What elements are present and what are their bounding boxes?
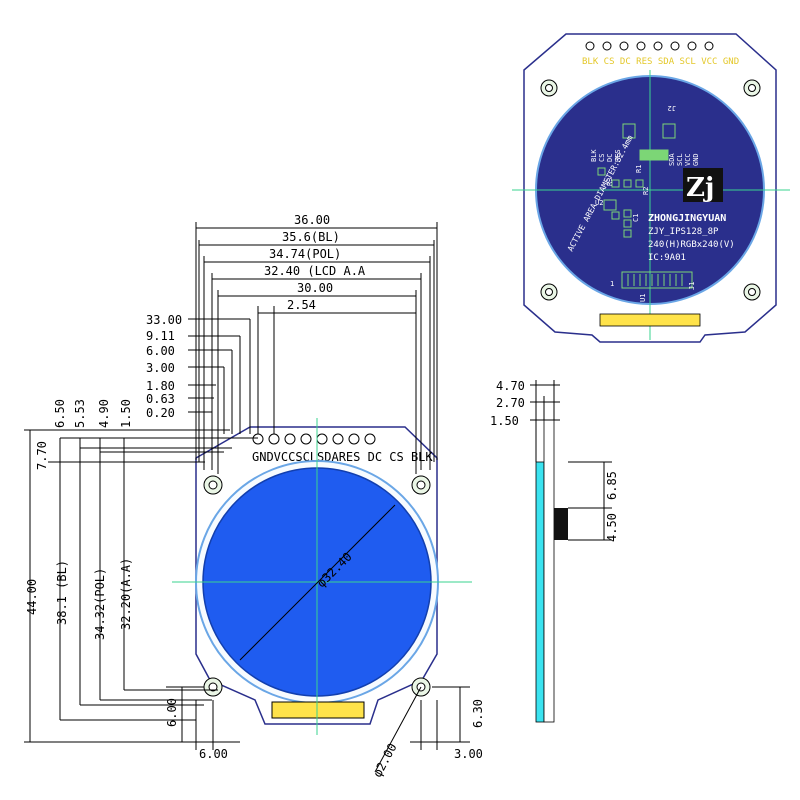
dim-450: 4.50	[605, 513, 619, 542]
back-side-pin-labels: BLK CS DC RES SDA SCL VCC GND	[590, 149, 700, 166]
dim-dia2: φ2.00	[370, 741, 399, 779]
c1-label: C1	[632, 214, 640, 222]
u2-label: U2	[595, 199, 603, 207]
dim-685: 6.85	[605, 471, 619, 500]
dim-770: 7.70	[35, 441, 49, 470]
side-pin-blk: BLK	[590, 149, 598, 162]
dim-pol: 34.74(POL)	[269, 247, 341, 261]
fpc-connector-pins	[627, 274, 683, 286]
dim-600: 6.00	[146, 344, 175, 358]
dim-150-side: 1.50	[490, 414, 519, 428]
back-components	[597, 123, 676, 238]
front-fpc	[271, 701, 365, 719]
side-panel	[535, 461, 545, 723]
side-pin-scl: SCL	[676, 153, 684, 166]
side-pin-sda: SDA	[668, 153, 676, 166]
dim-300-bottom: 3.00	[454, 747, 483, 761]
dim-3432: 34.32(POL)	[93, 568, 107, 640]
left-dimension-texts: 6.50 5.53 4.90 1.50 7.70 44.00 38.1 (BL)…	[25, 399, 133, 640]
fpc-connector	[621, 271, 693, 289]
dim-600-vert: 6.00	[165, 698, 179, 727]
dim-490: 4.90	[97, 399, 111, 428]
dim-44: 44.00	[25, 579, 39, 615]
front-view: GNDVCCSCLSDARES DC CS BLK φ32.40	[172, 418, 472, 735]
dim-020: 0.20	[146, 406, 175, 420]
brand-name: ZHONGJINGYUAN	[648, 213, 726, 224]
side-pin-vcc: VCC	[684, 153, 692, 166]
side-dimension-texts: 4.70 2.70 1.50 6.85 4.50	[490, 379, 619, 542]
side-pin-res: RES	[614, 149, 622, 162]
side-pcb	[543, 419, 555, 723]
front-header-pads	[252, 433, 376, 445]
dim-270: 2.70	[496, 396, 525, 410]
dim-30: 30.00	[297, 281, 333, 295]
u1-label: U1	[639, 294, 647, 302]
back-header-pads	[585, 41, 714, 51]
side-view	[530, 380, 612, 723]
dim-300: 3.00	[146, 361, 175, 375]
dim-bl: 35.6(BL)	[282, 230, 340, 244]
dim-254: 2.54	[287, 298, 316, 312]
side-connector	[554, 508, 568, 540]
dim-381: 38.1 (BL)	[55, 560, 69, 625]
side-pin-gnd: GND	[692, 153, 700, 166]
back-pin-labels: BLK CS DC RES SDA SCL VCC GND	[582, 57, 739, 67]
side-pin-dc: DC	[606, 154, 614, 162]
dim-600-horiz: 6.00	[199, 747, 228, 761]
front-mount-holes	[203, 475, 431, 697]
side-pin-cs: CS	[598, 154, 606, 162]
bottom-dimension-lines	[166, 686, 470, 773]
bottom-dimension-texts: 6.00 6.00 φ2.00 3.00 6.30	[165, 698, 485, 779]
dim-650: 6.50	[53, 399, 67, 428]
dim-lcd: 32.40 (LCD A.A	[264, 264, 366, 278]
dim-3220: 32.20(A.A)	[119, 558, 133, 630]
dim-063: 0.63	[146, 392, 175, 406]
j1-label: J1	[688, 282, 696, 290]
dim-630: 6.30	[471, 699, 485, 728]
j2-label: J2	[668, 104, 676, 112]
dim-470: 4.70	[496, 379, 525, 393]
r2-label: R2	[642, 187, 650, 195]
dim-911: 9.11	[146, 329, 175, 343]
dim-150-left: 1.50	[119, 399, 133, 428]
resolution: 240(H)RGBx240(V)	[648, 240, 735, 250]
dim-33: 33.00	[146, 313, 182, 327]
model-name: ZJY_IPS128_8P	[648, 227, 719, 237]
dim-553: 5.53	[73, 399, 87, 428]
r1-label: R1	[635, 165, 643, 173]
back-fpc	[599, 313, 701, 327]
front-pin-labels: GNDVCCSCLSDARES DC CS BLK	[252, 450, 433, 464]
back-mount-holes	[540, 79, 761, 301]
r3-label: R3	[606, 178, 614, 186]
top-dimension-lines	[188, 222, 438, 474]
back-view: BLK CS DC RES SDA SCL VCC GND	[512, 33, 790, 343]
ic-name: IC:9A01	[648, 253, 686, 263]
top-dimension-texts: 36.00 35.6(BL) 34.74(POL) 32.40 (LCD A.A…	[146, 213, 366, 420]
brand-logo-glyph: Zj	[686, 173, 714, 203]
brand-logo	[683, 168, 723, 202]
pin1-label: 1	[610, 280, 614, 288]
dim-36: 36.00	[294, 213, 330, 227]
left-dimension-lines	[24, 429, 258, 743]
dim-180: 1.80	[146, 379, 175, 393]
